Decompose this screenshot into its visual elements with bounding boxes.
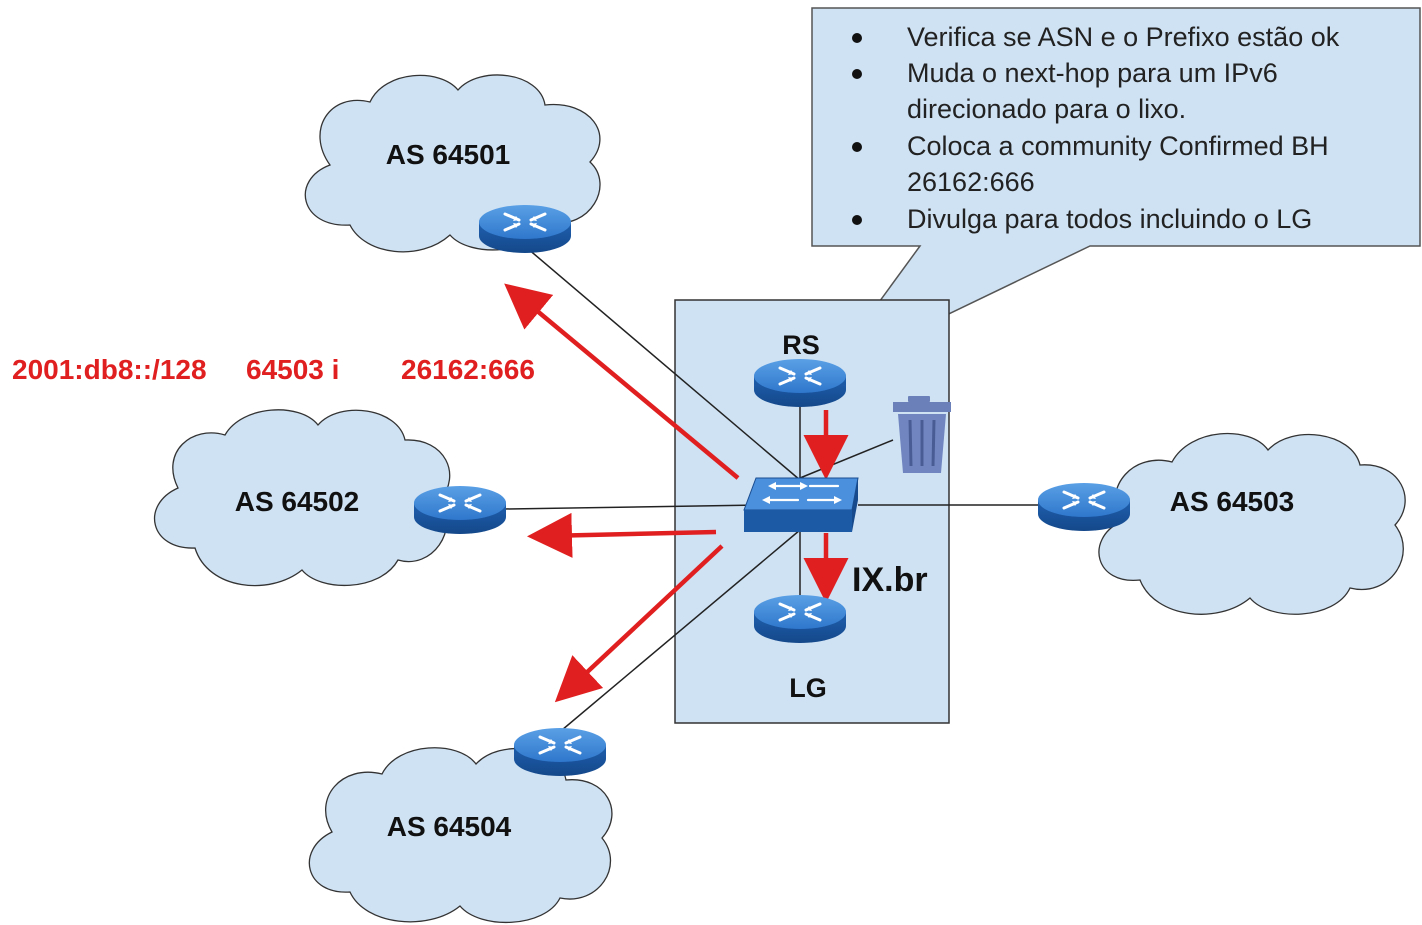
callout-bullet-2: Muda o next-hop para um IPv6 direcionado… [852,58,1278,124]
router-icon [512,726,608,778]
bullet-dot [852,33,862,43]
callout-bullet-3: Coloca a community Confirmed BH 26162:66… [852,131,1329,197]
callout-text: Verifica se ASN e o Prefixo estão ok [907,22,1340,52]
router-icon [477,203,573,255]
trash-icon [893,396,951,473]
route-server-label: RS [782,330,820,360]
cloud-icon [308,747,613,923]
bullet-dot [852,142,862,152]
router-icon [752,357,848,409]
as-label-64504: AS 64504 [387,811,512,842]
route-announcement: 2001:db8::/128 64503 i 26162:666 [12,354,535,385]
callout-text: 26162:666 [907,167,1035,197]
cloud-icon [153,409,451,587]
callout-box: Verifica se ASN e o Prefixo estão ok Mud… [811,7,1421,373]
as-label-64501: AS 64501 [386,139,511,170]
route-as-path: 64503 i [246,354,339,385]
callout-text: direcionado para o lixo. [907,94,1186,124]
router-icon [1036,481,1132,533]
announcement-arrows [504,283,849,703]
callout-bullet-1: Verifica se ASN e o Prefixo estão ok [852,22,1340,52]
router-icon [412,484,508,536]
ixp-label: IX.br [852,561,928,599]
callout-text: Divulga para todos incluindo o LG [907,204,1312,234]
looking-glass-label: LG [789,673,827,703]
callout-text: Muda o next-hop para um IPv6 [907,58,1278,88]
callout-bullet-4: Divulga para todos incluindo o LG [852,204,1312,234]
as-label-64503: AS 64503 [1170,486,1295,517]
route-community: 26162:666 [401,354,535,385]
cloud-icon [1098,432,1406,615]
callout-text: Coloca a community Confirmed BH [907,131,1329,161]
router-icon [752,593,848,645]
route-prefix: 2001:db8::/128 [12,354,207,385]
bullet-dot [852,69,862,79]
switch-icon [743,477,859,532]
as-label-64502: AS 64502 [235,486,360,517]
bullet-dot [852,215,862,225]
